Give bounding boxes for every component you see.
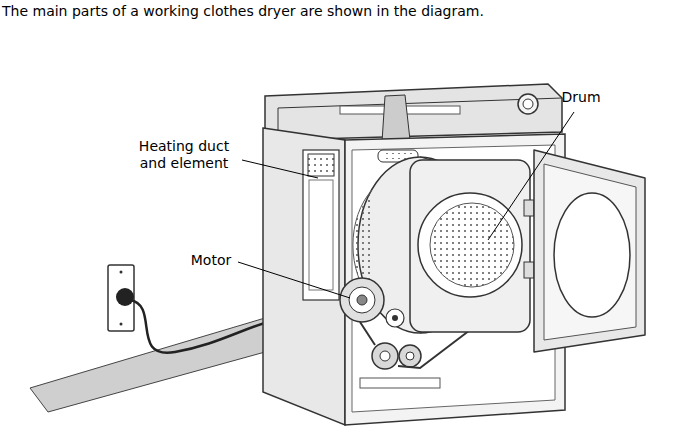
- part-label: Motor: [186, 252, 236, 269]
- knob: [518, 94, 538, 114]
- cabinet-side: [263, 128, 345, 425]
- leader-line: [488, 112, 574, 240]
- leader-line: [238, 262, 350, 298]
- open-door: [534, 150, 645, 352]
- drum-opening: [430, 203, 514, 287]
- power-cord: [130, 300, 268, 353]
- door-frame: [410, 160, 530, 332]
- heating-duct: [303, 150, 339, 300]
- control-panel: [265, 84, 562, 140]
- wall-outlet: [108, 265, 134, 331]
- cabinet-front: [345, 134, 565, 425]
- part-label: Heating duct and element: [130, 138, 238, 172]
- title-text: The main parts of a working clothes drye…: [2, 3, 692, 20]
- hinge: [524, 200, 534, 216]
- leader-line: [242, 160, 318, 178]
- pulley: [372, 343, 398, 369]
- part-label: Drum: [553, 89, 609, 106]
- motor: [340, 278, 384, 322]
- plug: [116, 288, 134, 306]
